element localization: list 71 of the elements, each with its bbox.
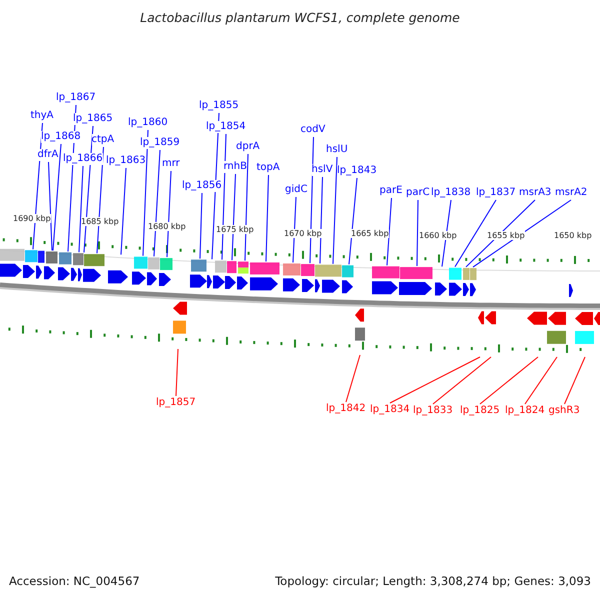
gene-label: thyA [30,110,54,122]
leader-line [292,196,296,263]
gene-label: dprA [236,141,260,153]
gene-label: lp_1857 [156,397,196,409]
scale-label: 1670 kbp [284,229,322,238]
leader-line [222,134,226,260]
leader-line [386,198,392,266]
scale-label: 1690 kbp [13,214,51,223]
gene-label: lp_1868 [41,131,81,143]
gene-label: parC [406,187,430,199]
leader-line [142,130,148,256]
leader-line [320,176,323,264]
gene-label: lp_1863 [106,155,146,167]
accession-text: Accession: NC_004567 [9,574,140,588]
scale-label: 1660 kbp [419,231,457,240]
genome-info-text: Topology: circular; Length: 3,308,274 bp; Genes: 3,093 [275,574,591,588]
gene-label: lp_1867 [56,92,96,104]
gene-label: rnhB [224,161,247,173]
scale-label: 1655 kbp [487,231,525,240]
gene-label: lp_1825 [460,405,500,417]
gene-label: ctpA [92,134,114,146]
leader-line [200,192,202,260]
leader-line [454,200,496,268]
leader-line [266,174,269,262]
gene-label: lp_1837 [476,187,516,199]
gene-label: lp_1838 [431,187,471,199]
leader-line [52,144,62,252]
leader-line [348,178,358,265]
scale-label: 1685 kbp [81,217,119,226]
gene-label: lp_1860 [128,117,168,129]
gene-label: lp_1866 [63,153,103,165]
leader-line [78,166,84,253]
leader-line [48,162,52,251]
gene-label: lp_1856 [182,180,222,192]
gene-label: dfrA [38,149,58,161]
gene-label: lp_1834 [370,404,410,416]
gene-label: lp_1824 [505,405,545,417]
leader-line [416,200,418,267]
leader-line [244,154,248,262]
gene-label: parE [380,185,402,197]
leader-line [166,170,172,258]
leader-line [432,356,492,404]
leader-line [390,356,480,404]
scale-label: 1675 kbp [216,225,254,234]
leader-line [472,200,572,268]
leader-line [232,174,236,261]
gene-label: lp_1859 [140,137,180,149]
leader-line [524,356,558,404]
leader-line [120,168,126,256]
leader-line [564,356,586,404]
leader-line [154,150,160,257]
gene-label: lp_1842 [326,403,366,415]
gene-label: lp_1854 [206,121,246,133]
gene-label: topA [256,162,280,174]
scale-label: 1650 kbp [554,231,592,240]
gene-label: lp_1843 [337,165,377,177]
leader-line [96,146,104,254]
gene-label: gidC [285,184,308,196]
leader-line [480,356,538,404]
leader-line [310,136,314,264]
leader-line [332,156,338,264]
leader-line [346,354,360,402]
gene-label: hslV [312,164,333,176]
scale-label: 1665 kbp [351,229,389,238]
gene-label: gshR3 [548,405,580,417]
gene-label: lp_1855 [199,100,239,112]
gene-label: lp_1865 [73,113,113,125]
gene-label: lp_1833 [413,405,453,417]
leader-line [466,200,536,268]
leader-line [176,348,178,396]
scale-label: 1680 kbp [148,222,186,231]
